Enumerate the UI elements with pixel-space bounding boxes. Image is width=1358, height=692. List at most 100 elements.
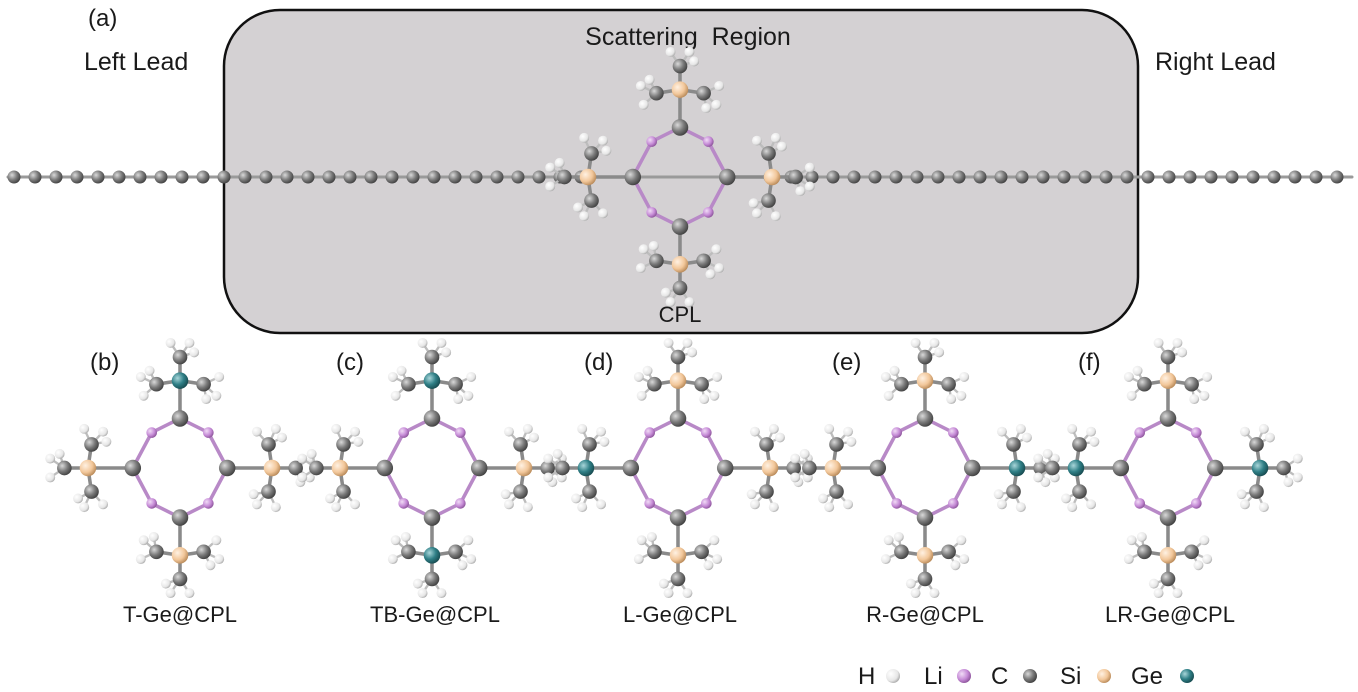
chain-carbon-atom: [28, 170, 42, 184]
hydrogen-atom: [543, 453, 554, 464]
hydrogen-atom: [73, 493, 84, 504]
chain-carbon-atom: [994, 170, 1008, 184]
lithium-atom: [455, 427, 466, 438]
hydrogen-atom: [297, 472, 308, 483]
hydrogen-atom: [211, 535, 222, 546]
methyl-carbon-atom: [1276, 460, 1291, 476]
hydrogen-atom: [45, 453, 56, 464]
methyl-carbon-atom: [786, 460, 801, 476]
hydrogen-atom: [950, 560, 961, 571]
hydrogen-atom: [646, 531, 657, 542]
lithium-atom: [701, 498, 712, 509]
hydrogen-atom: [1292, 472, 1303, 483]
molecule-f-name: LR-Ge@CPL: [1105, 602, 1235, 627]
chain-carbon-atom: [448, 170, 462, 184]
lithium-atom: [701, 427, 712, 438]
hydrogen-atom: [770, 132, 781, 143]
hydrogen-atom: [579, 132, 590, 143]
silicon-atom: [79, 459, 97, 477]
hydrogen-atom: [824, 502, 835, 513]
hydrogen-atom: [910, 588, 921, 599]
hydrogen-atom: [712, 554, 723, 565]
ring-carbon-atom: [1159, 410, 1177, 427]
hydrogen-atom: [1148, 578, 1159, 589]
panel-d-tag: (d): [584, 349, 613, 376]
lithium-atom: [948, 427, 959, 438]
hydrogen-atom: [577, 423, 588, 434]
ring-carbon-atom: [1206, 459, 1224, 477]
methyl-carbon-atom: [696, 85, 711, 101]
legend-si-swatch: [1097, 669, 1111, 683]
hydrogen-atom: [665, 46, 676, 57]
hydrogen-atom: [929, 337, 940, 348]
methyl-carbon-atom: [649, 253, 664, 269]
chain-carbon-atom: [364, 170, 378, 184]
silicon-atom: [1159, 372, 1177, 389]
hydrogen-atom: [1123, 554, 1134, 565]
hydrogen-atom: [138, 535, 149, 546]
chain-carbon-atom: [1330, 170, 1344, 184]
hydrogen-atom: [689, 56, 700, 67]
methyl-carbon-atom: [557, 169, 572, 185]
hydrogen-atom: [211, 390, 222, 401]
methyl-carbon-atom: [647, 376, 662, 392]
chain-carbon-atom: [70, 170, 84, 184]
hydrogen-atom: [1172, 588, 1183, 599]
hydrogen-atom: [705, 269, 716, 280]
panel-a: (a) Left Lead Scattering Region Right Le…: [6, 5, 1354, 335]
molecule-t-ge-cpl: [45, 337, 315, 599]
hydrogen-atom: [387, 554, 398, 565]
lithium-atom: [644, 498, 655, 509]
methyl-carbon-atom: [802, 460, 817, 476]
silicon-atom: [1159, 547, 1177, 564]
hydrogen-atom: [751, 208, 762, 219]
chain-carbon-atom: [196, 170, 210, 184]
molecule-c-name: TB-Ge@CPL: [370, 602, 500, 627]
ring-carbon-atom: [669, 410, 687, 427]
hydrogen-atom: [579, 211, 590, 222]
hydrogen-atom: [638, 244, 649, 255]
hydrogen-atom: [79, 423, 90, 434]
chain-carbon-atom: [868, 170, 882, 184]
ring-carbon-atom: [916, 410, 934, 427]
chain-carbon-atom: [973, 170, 987, 184]
panel-a-tag: (a): [88, 5, 117, 32]
chain-carbon-atom: [343, 170, 357, 184]
scattering-region-label: Scattering Region: [585, 23, 791, 51]
germanium-atom: [577, 459, 595, 477]
chain-carbon-atom: [1099, 170, 1113, 184]
methyl-carbon-atom: [670, 571, 686, 587]
hydrogen-atom: [1061, 493, 1072, 504]
hydrogen-atom: [1086, 426, 1097, 437]
hydrogen-atom: [214, 371, 225, 382]
hydrogen-atom: [996, 426, 1007, 437]
hydrogen-atom: [297, 453, 308, 464]
methyl-carbon-atom: [149, 376, 164, 392]
germanium-atom: [423, 547, 441, 564]
hydrogen-atom: [98, 426, 109, 437]
molecule-tb-ge-cpl: [297, 337, 567, 599]
silicon-atom: [669, 372, 687, 389]
panel-c: (c) TB-Ge@CPL: [297, 337, 567, 627]
hydrogen-atom: [711, 244, 722, 255]
hydrogen-atom: [633, 371, 644, 382]
silicon-atom: [916, 547, 934, 564]
hydrogen-atom: [774, 432, 785, 443]
chain-carbon-atom: [1309, 170, 1323, 184]
hydrogen-atom: [1189, 394, 1200, 405]
molecule-r-ge-cpl: [790, 337, 1060, 599]
methyl-carbon-atom: [57, 460, 72, 476]
hydrogen-atom: [1042, 448, 1053, 459]
chain-carbon-atom: [511, 170, 525, 184]
hydrogen-atom: [959, 371, 970, 382]
chain-carbon-atom: [847, 170, 861, 184]
hydrogen-atom: [400, 531, 411, 542]
methyl-carbon-atom: [172, 571, 188, 587]
hydrogen-atom: [959, 554, 970, 565]
right-lead-label: Right Lead: [1155, 48, 1276, 76]
silicon-atom: [263, 459, 281, 477]
methyl-carbon-atom: [696, 253, 711, 269]
hydrogen-atom: [712, 371, 723, 382]
hydrogen-atom: [687, 347, 698, 358]
hydrogen-atom: [1202, 554, 1213, 565]
